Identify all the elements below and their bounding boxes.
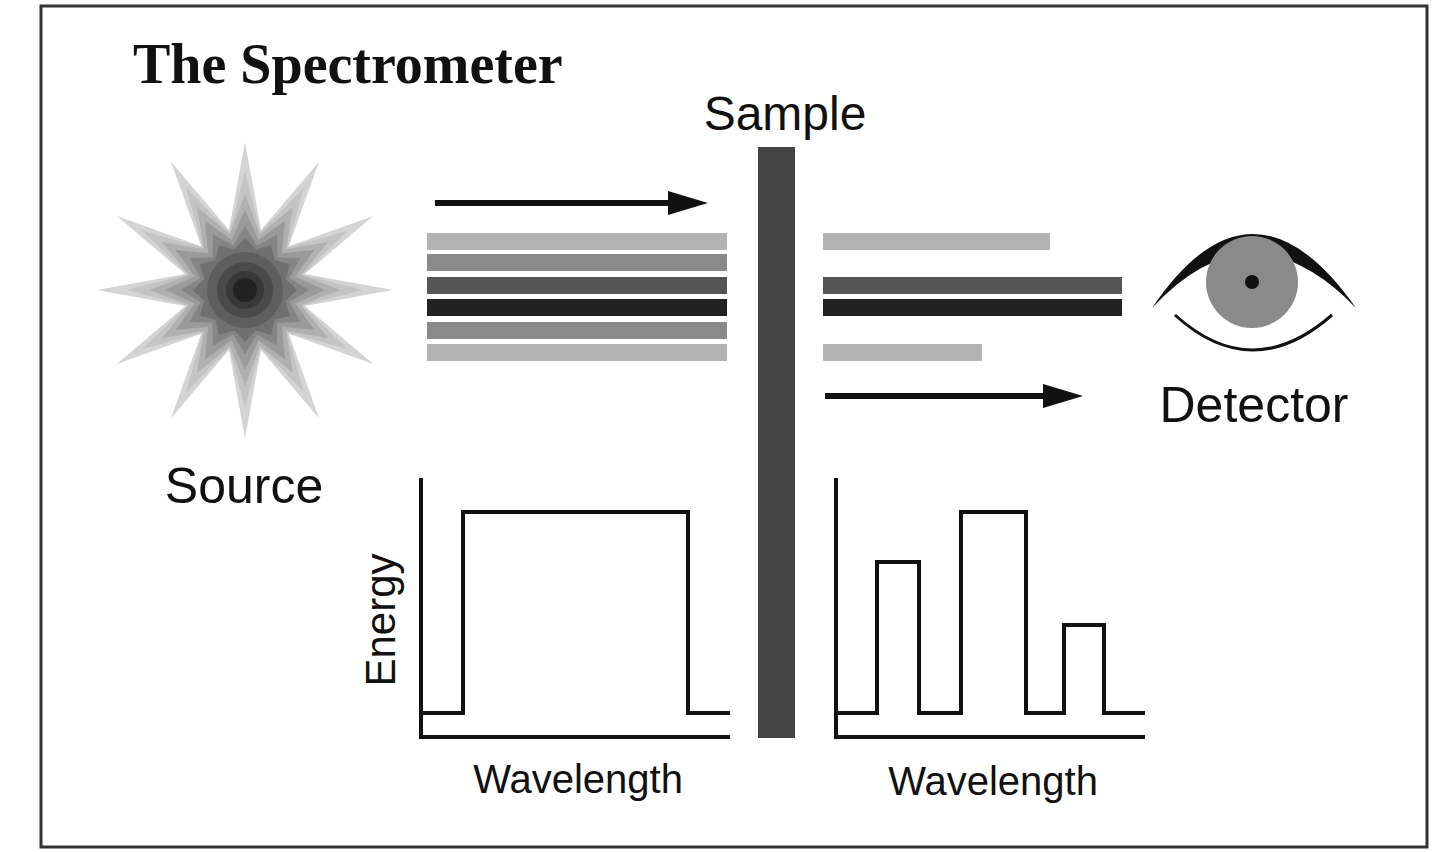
transmitted-spectrum xyxy=(836,478,1145,737)
source-label: Source xyxy=(165,461,323,511)
axis-label: Energy xyxy=(360,553,402,686)
beam-arrow xyxy=(825,393,1055,399)
transmitted-bands xyxy=(823,233,1122,361)
eye-detector xyxy=(1152,234,1356,350)
arrow-head xyxy=(668,191,708,215)
frame xyxy=(41,6,1427,847)
light-bands xyxy=(427,233,727,361)
source-spectrum xyxy=(421,478,730,737)
sample-label: Sample xyxy=(704,90,867,138)
arrow-head xyxy=(1043,384,1083,408)
axis-label: Wavelength xyxy=(473,759,683,799)
beam-arrow xyxy=(435,200,680,206)
detector-label: Detector xyxy=(1160,380,1349,430)
sample-bar xyxy=(758,147,795,738)
axis-label: Wavelength xyxy=(888,761,1098,801)
source-star xyxy=(97,142,393,438)
diagram-title: The Spectrometer xyxy=(133,36,563,92)
